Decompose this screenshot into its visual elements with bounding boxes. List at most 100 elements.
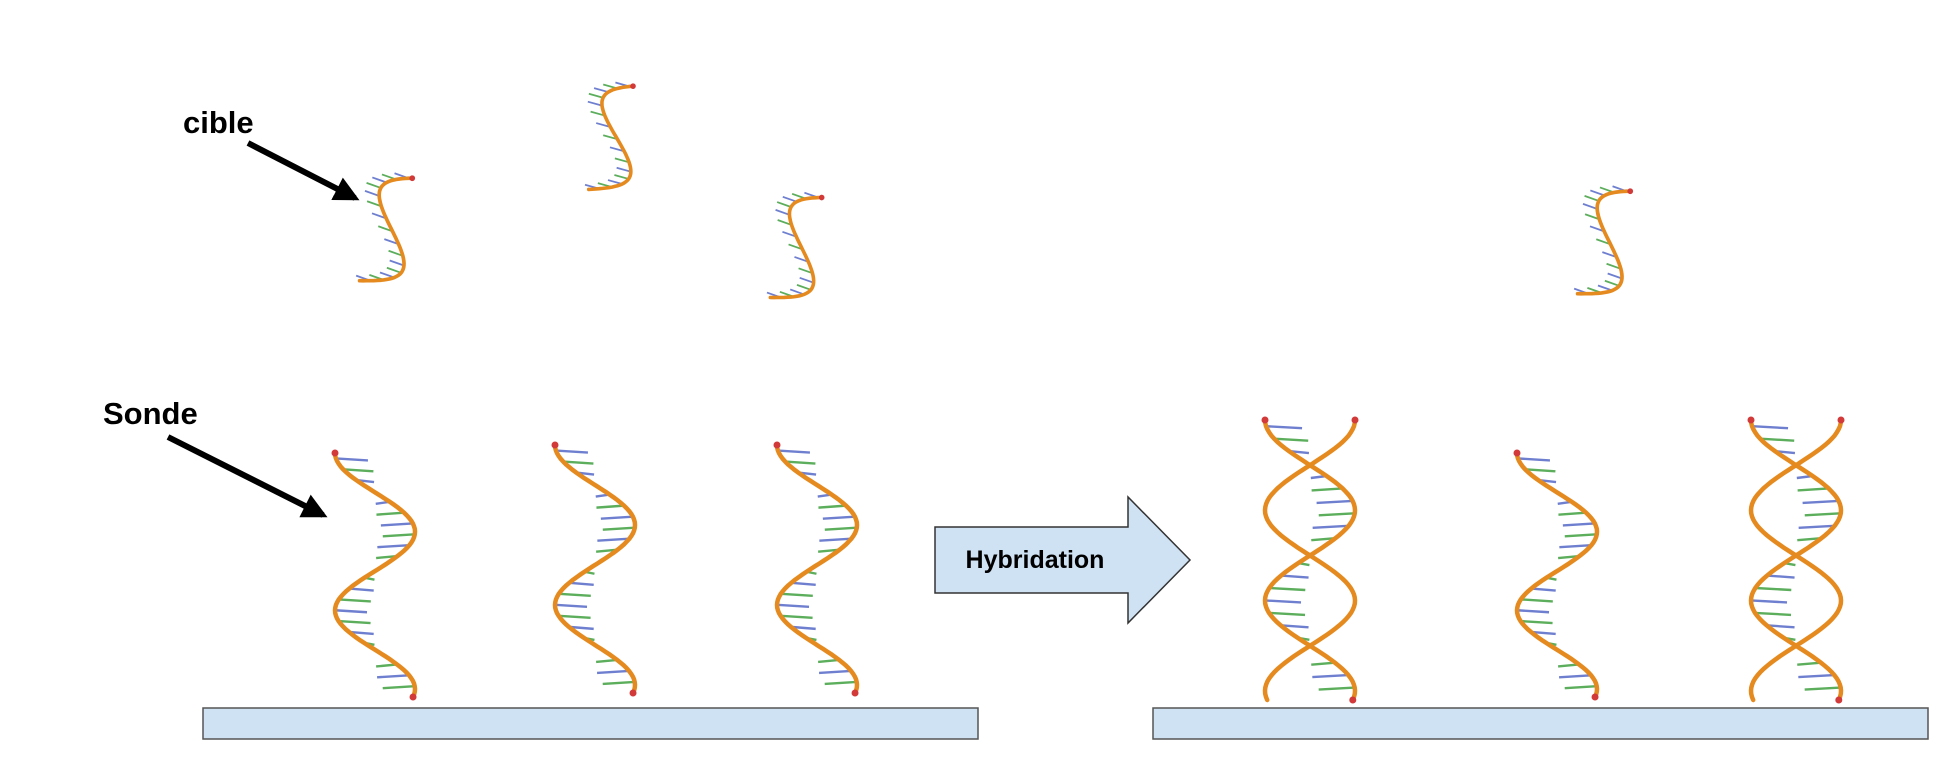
base-rung xyxy=(1766,624,1795,629)
backbone xyxy=(357,176,415,283)
base-rung xyxy=(558,592,591,597)
base-rung xyxy=(1582,203,1598,210)
base-rung xyxy=(386,266,402,274)
base-rung xyxy=(818,669,852,675)
base-rung xyxy=(366,200,382,208)
base-rung xyxy=(1584,213,1600,221)
base-rung xyxy=(596,669,630,675)
backbone xyxy=(1575,189,1633,296)
strand-end xyxy=(331,449,339,457)
base-rung xyxy=(777,219,792,226)
base-rung xyxy=(335,457,369,462)
base-rung xyxy=(1318,686,1355,691)
base-rung xyxy=(555,449,589,454)
base-rung xyxy=(380,522,413,527)
base-rung xyxy=(1280,624,1309,629)
probe-label: Sonde xyxy=(103,396,198,431)
base-rung xyxy=(1517,457,1551,462)
base-rung xyxy=(1802,499,1839,505)
base-rung xyxy=(799,276,814,284)
base-rung xyxy=(1558,674,1592,679)
strand-end xyxy=(1837,416,1845,424)
base-rung xyxy=(1268,611,1306,617)
base-rung xyxy=(1607,272,1623,280)
base-rung xyxy=(590,110,606,117)
base-rung xyxy=(1269,586,1306,592)
base-rung xyxy=(568,625,594,631)
base-rung xyxy=(348,630,374,636)
hybridation-label: Hybridation xyxy=(966,546,1105,574)
base-rung xyxy=(388,249,404,257)
base-rung xyxy=(1312,524,1349,529)
base-rung xyxy=(334,609,368,614)
target-pointer-arrow xyxy=(246,140,360,201)
base-rung xyxy=(1531,587,1556,592)
hybridized-target-backbone xyxy=(1262,417,1358,703)
strand-end xyxy=(773,441,781,449)
base-rung xyxy=(780,614,813,620)
base-rung xyxy=(1797,661,1822,666)
base-rung xyxy=(1584,195,1600,202)
substrate-after xyxy=(1152,707,1929,740)
base-rung xyxy=(785,460,816,465)
base-rung xyxy=(614,174,629,180)
base-rung xyxy=(1564,533,1597,538)
backbone xyxy=(332,450,418,700)
target-strand-free xyxy=(1573,185,1634,296)
base-rung xyxy=(563,460,594,465)
base-rung xyxy=(558,614,591,620)
base-rung xyxy=(1516,609,1550,614)
base-rung xyxy=(1265,425,1303,430)
base-rung xyxy=(597,537,630,542)
base-rung xyxy=(1520,619,1553,625)
target-strand-3 xyxy=(766,191,825,300)
base-rung xyxy=(1280,574,1309,579)
strand-end xyxy=(630,83,636,89)
hybridized-target-backbone xyxy=(1748,417,1844,703)
strand-end xyxy=(629,689,637,697)
backbone xyxy=(1262,417,1358,703)
base-rung xyxy=(1274,437,1309,442)
base-rung xyxy=(602,526,635,531)
base-rung xyxy=(1312,673,1349,679)
strand-end xyxy=(1351,416,1359,424)
base-rung xyxy=(1604,279,1620,287)
backbone xyxy=(774,442,860,696)
base-rung xyxy=(389,259,405,267)
base-rung xyxy=(1311,661,1336,666)
base-rung xyxy=(782,195,797,203)
base-rung xyxy=(791,581,816,586)
base-rung xyxy=(375,663,398,668)
probe-strand-1 xyxy=(331,449,418,701)
base-rung xyxy=(1558,511,1587,516)
base-rung xyxy=(1590,189,1605,197)
backbone xyxy=(768,195,824,300)
base-rung xyxy=(1751,425,1789,430)
backbone xyxy=(1514,450,1600,700)
target-label: cible xyxy=(183,105,254,140)
strand-end xyxy=(409,175,416,182)
target-strand-2 xyxy=(584,81,636,192)
backbone xyxy=(586,84,635,192)
base-rung xyxy=(819,537,852,542)
base-rung xyxy=(1562,522,1595,527)
base-rung xyxy=(1564,684,1597,690)
base-rung xyxy=(822,515,855,520)
base-rung xyxy=(616,166,632,173)
base-rung xyxy=(1766,574,1795,579)
probe-strand-unhybridized xyxy=(1513,449,1600,701)
hybridation-arrow: Hybridation xyxy=(934,495,1192,625)
strand-end xyxy=(1835,696,1843,704)
strand-end xyxy=(551,441,559,449)
base-rung xyxy=(1797,487,1829,492)
strand-end xyxy=(409,693,417,701)
base-rung xyxy=(776,201,792,208)
substrate-before xyxy=(202,707,979,740)
base-rung xyxy=(1318,512,1355,517)
base-rung xyxy=(587,100,603,107)
probe-pointer-arrow xyxy=(166,434,328,518)
base-rung xyxy=(1530,630,1556,636)
base-rung xyxy=(1804,686,1841,691)
base-rung xyxy=(376,511,405,516)
